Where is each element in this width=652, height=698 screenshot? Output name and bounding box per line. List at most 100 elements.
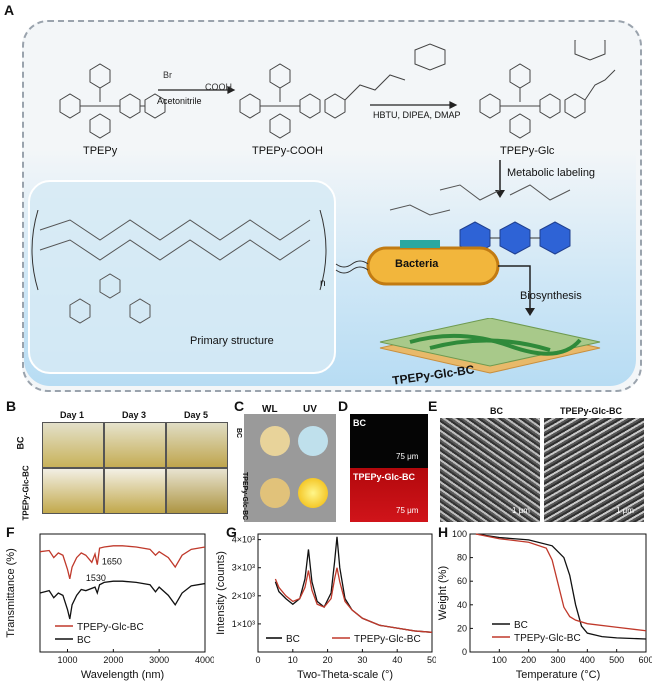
chart-g: 0 10 20 30 40 50 1×10³ 2×10³ 3×10³ 4×10³ Two-Theta… xyxy=(215,533,436,681)
x-tick-label-h: 400 xyxy=(580,655,595,665)
x-tick-label-f: 4000 xyxy=(195,655,214,665)
y-tick-label-h: 60 xyxy=(457,576,467,586)
photo-b-bc-day3 xyxy=(104,422,166,468)
mol-tpepy: TPEPy xyxy=(83,145,118,157)
x-tick-label-g: 30 xyxy=(357,655,367,665)
annotation-f-1: 1650 xyxy=(102,557,122,567)
panel-f-label: F xyxy=(6,524,15,540)
plot-frame-g xyxy=(257,533,433,653)
series-line-g-0 xyxy=(274,536,433,633)
y-axis-label-g: Intensity (counts) xyxy=(215,551,227,635)
y-tick-label-h: 80 xyxy=(457,553,467,563)
col-c-wl: WL xyxy=(262,404,278,415)
x-axis-label-g: Two-Theta-scale (°) xyxy=(297,669,393,681)
fluor-bc xyxy=(350,414,428,468)
x-tick-label-h: 300 xyxy=(550,655,565,665)
y-tick-label-g: 4×10³ xyxy=(232,535,255,545)
reagent-acetonitrile: Acetonitrile xyxy=(157,96,202,106)
col-c-uv: UV xyxy=(303,404,317,415)
y-tick-label-g: 2×10³ xyxy=(232,591,255,601)
panel-d-label: D xyxy=(338,398,349,414)
x-tick-label-h: 200 xyxy=(521,655,536,665)
y-tick-label-g: 1×10³ xyxy=(232,619,255,629)
x-tick-label-g: 50 xyxy=(427,655,436,665)
mol-tpepy-cooh: TPEPy-COOH xyxy=(252,145,323,157)
panel-e-label: E xyxy=(428,398,438,414)
disk-c-bc-wl xyxy=(260,426,290,456)
sem-bc xyxy=(440,418,540,522)
x-tick-label-g: 10 xyxy=(288,655,298,665)
panel-a-label: A xyxy=(4,2,15,18)
photo-b-bc-day1 xyxy=(42,422,104,468)
bacteria-scene xyxy=(335,184,571,316)
panel-g-label: G xyxy=(226,524,237,540)
repeat-n: n xyxy=(320,278,326,289)
e-scale-right: 1 μm xyxy=(616,506,634,515)
series-line-f-1 xyxy=(39,580,206,620)
plot-frame-f xyxy=(39,533,206,653)
product-sheet xyxy=(379,318,601,374)
series-line-f-0 xyxy=(39,545,206,579)
d-bc-label: BC xyxy=(353,418,366,428)
panel-h-label: H xyxy=(438,524,449,540)
legend-label-f-1: BC xyxy=(77,635,91,646)
annotation-f-0: 1530 xyxy=(86,573,106,583)
day1: Day 1 xyxy=(59,410,85,420)
cellulose-structure xyxy=(31,210,327,324)
legend-label-h-0: BC xyxy=(514,620,528,631)
photo-b-tpepy-day5 xyxy=(166,468,228,514)
step-biosynthesis: Biosynthesis xyxy=(520,290,582,302)
legend-label-g-0: BC xyxy=(286,634,300,645)
series-line-h-1 xyxy=(475,533,647,632)
disk-c-bc-uv xyxy=(298,426,328,456)
row-b-tpepy: TPEPy-Glc-BC xyxy=(21,465,31,521)
row-c-bc: BC xyxy=(235,428,242,439)
metabolic-arrow xyxy=(495,160,505,198)
row-b-bc: BC xyxy=(15,436,26,450)
row-c-tpepy: TPEPy-Glc-BC xyxy=(241,472,248,521)
legend-label-h-1: TPEPy-Glc-BC xyxy=(514,633,581,644)
bacteria-label: Bacteria xyxy=(395,258,439,270)
series-line-h-0 xyxy=(475,533,647,640)
x-tick-label-g: 20 xyxy=(323,655,333,665)
primary-structure-label: Primary structure xyxy=(190,335,274,347)
photo-b-tpepy-day1 xyxy=(42,468,104,514)
step-metabolic: Metabolic labeling xyxy=(507,167,596,179)
fluor-tpepy xyxy=(350,468,428,522)
y-axis-label-h: Weight (%) xyxy=(437,566,449,620)
disk-c-tpepy-uv xyxy=(298,478,328,508)
x-tick-label-h: 100 xyxy=(492,655,507,665)
x-tick-label-g: 0 xyxy=(255,655,260,665)
synthesis-scheme xyxy=(59,40,616,139)
y-tick-label-g: 3×10³ xyxy=(232,563,255,573)
panel-c-label: C xyxy=(234,398,245,414)
reagent-cooh: COOH xyxy=(205,82,232,92)
primary-structure-box xyxy=(28,180,336,374)
d-tpepy-label: TPEPy-Glc-BC xyxy=(353,472,416,482)
y-tick-label-h: 20 xyxy=(457,623,467,633)
e-scale-left: 1 μm xyxy=(512,506,530,515)
x-tick-label-f: 2000 xyxy=(103,655,123,665)
legend-label-g-1: TPEPy-Glc-BC xyxy=(354,634,421,645)
x-tick-label-h: 500 xyxy=(609,655,624,665)
y-tick-label-h: 40 xyxy=(457,600,467,610)
x-tick-label-f: 1000 xyxy=(57,655,77,665)
photo-b-bc-day5 xyxy=(166,422,228,468)
x-tick-label-h: 600 xyxy=(638,655,652,665)
reagent-br: Br xyxy=(163,70,172,80)
disk-c-tpepy-wl xyxy=(260,478,290,508)
d-scale-bottom: 75 μm xyxy=(396,506,419,515)
e-tpepy-label: TPEPy-Glc-BC xyxy=(560,406,623,416)
y-tick-label-h: 100 xyxy=(452,529,467,539)
e-bc-label: BC xyxy=(490,406,503,416)
series-line-g-1 xyxy=(274,567,433,633)
reagent-hbtu: HBTU, DIPEA, DMAP xyxy=(373,110,461,120)
y-tick-label-h: 0 xyxy=(462,647,467,657)
mol-tpepy-glc: TPEPy-Glc xyxy=(500,145,555,157)
x-tick-label-g: 40 xyxy=(392,655,402,665)
panel-b-label: B xyxy=(6,398,17,414)
x-axis-label-f: Wavelength (nm) xyxy=(81,669,164,681)
photo-b-tpepy-day3 xyxy=(104,468,166,514)
